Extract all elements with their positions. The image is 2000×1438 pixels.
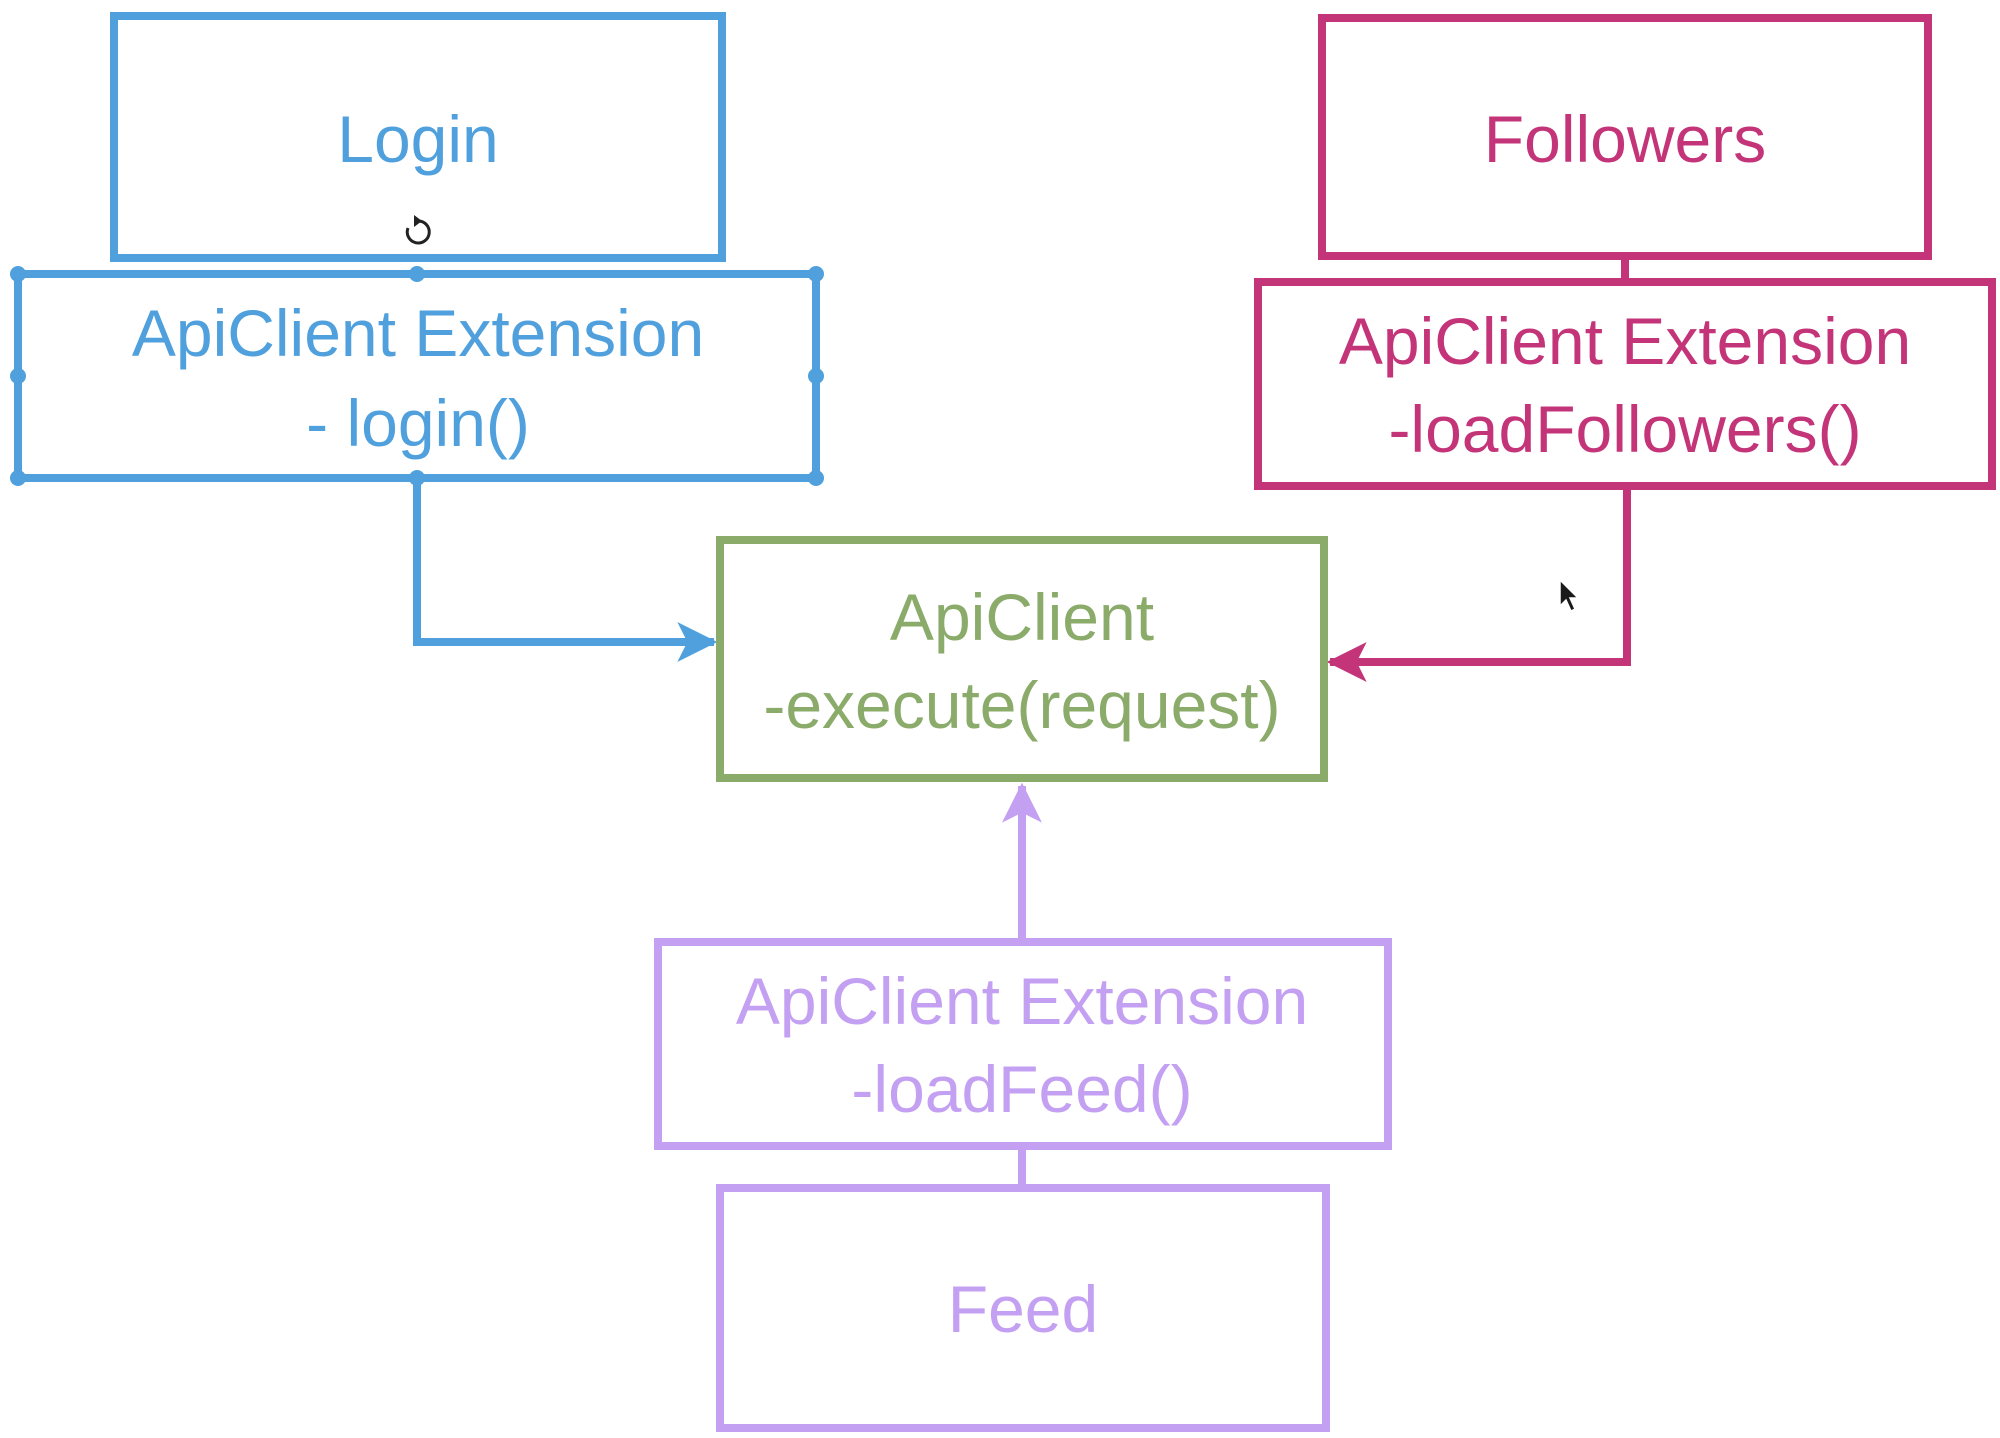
login-label: Login — [337, 102, 499, 176]
feed-extension-title: ApiClient Extension — [736, 964, 1308, 1038]
followers-extension-title: ApiClient Extension — [1339, 304, 1911, 378]
selection-handle-top-center[interactable] — [409, 266, 425, 282]
selection-handle-top-right[interactable] — [808, 266, 824, 282]
followers-group: Followers ApiClient Extension -loadFollo… — [1254, 14, 1996, 682]
selection-handle-top-left[interactable] — [10, 266, 26, 282]
selection-handle-middle-left[interactable] — [10, 368, 26, 384]
login-box[interactable] — [110, 12, 726, 262]
api-client-group: ApiClient -execute(request) — [716, 536, 1328, 782]
selection-handle-middle-right[interactable] — [808, 368, 824, 384]
mouse-pointer-icon — [1559, 578, 1580, 613]
api-client-title: ApiClient — [890, 580, 1154, 654]
login-extension-method: - login() — [306, 386, 530, 460]
login-extension-title: ApiClient Extension — [132, 296, 704, 370]
rotate-icon[interactable] — [405, 215, 431, 245]
login-group: Login ApiClient Extension - login() — [10, 12, 824, 662]
api-client-box[interactable] — [716, 536, 1328, 782]
feed-group: ApiClient Extension -loadFeed() Feed — [654, 782, 1392, 1432]
feed-box[interactable] — [716, 1184, 1330, 1432]
api-client-method: -execute(request) — [763, 668, 1280, 742]
followers-label: Followers — [1484, 102, 1766, 176]
followers-extension-method: -loadFollowers() — [1388, 392, 1861, 466]
login-connector-arrow[interactable] — [413, 478, 718, 662]
feed-label: Feed — [948, 1272, 1098, 1346]
followers-connector-arrow[interactable] — [1326, 486, 1631, 682]
selection-handle-bottom-left[interactable] — [10, 470, 26, 486]
feed-extension-method: -loadFeed() — [851, 1052, 1192, 1126]
selection-handle-bottom-right[interactable] — [808, 470, 824, 486]
